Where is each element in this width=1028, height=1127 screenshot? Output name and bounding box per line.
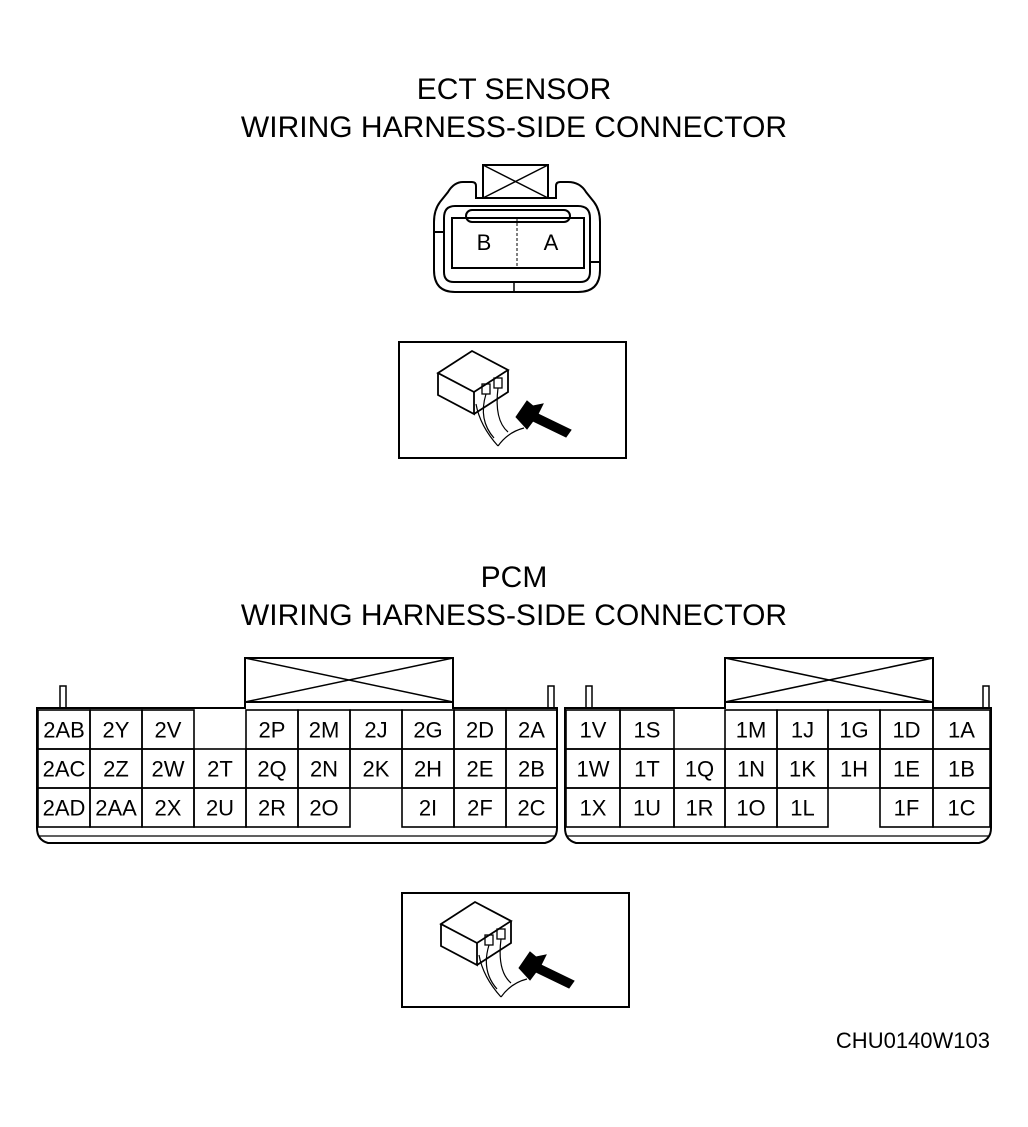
pcm-connector-2-terminal-label: 2W: [152, 757, 185, 782]
pcm-lock-2: [244, 657, 454, 703]
pcm-connector-2-terminal-label: 2Y: [103, 718, 130, 743]
pcm-subtitle: WIRING HARNESS-SIDE CONNECTOR: [240, 599, 788, 632]
pcm-connector-1-terminal-label: 1X: [580, 796, 607, 821]
pcm-connector-2-terminal-label: 2Z: [103, 757, 129, 782]
pcm-connector-2-terminal-label: 2F: [467, 796, 493, 821]
ect-subtitle: WIRING HARNESS-SIDE CONNECTOR: [240, 111, 788, 144]
ect-terminal-a: A: [544, 230, 559, 255]
figure-code: CHU0140W103: [835, 1028, 990, 1053]
pcm-connector-2-terminal-label: 2E: [467, 757, 494, 782]
pcm-connector-1-terminal-label: 1K: [789, 757, 816, 782]
pcm-connector-1-terminal-label: 1J: [791, 718, 814, 743]
pcm-title: PCM: [480, 561, 548, 594]
pcm-connector-1-terminal-label: 1Q: [685, 757, 714, 782]
pcm-connector-2-terminal-label: 2B: [518, 757, 545, 782]
pcm-connector-2-terminal-label: 2K: [363, 757, 390, 782]
pcm-connector-2-cavity: [505, 787, 558, 828]
pcm-connector-1-terminal-label: 1T: [634, 757, 660, 782]
pcm-connector-1-terminal-label: 1C: [947, 796, 975, 821]
pcm-connector-2-terminal-label: 2I: [419, 796, 437, 821]
pcm-connector-1-terminal-label: 1M: [736, 718, 767, 743]
pcm-connector-2-terminal-label: 2AD: [43, 796, 86, 821]
pcm-connector-1-terminal-label: 1S: [634, 718, 661, 743]
pcm-connector-2-terminal-label: 2P: [259, 718, 286, 743]
pcm-connector-1-cavity: [932, 787, 991, 828]
pcm-connector-1-terminal-label: 1R: [685, 796, 713, 821]
pcm-connector-1-terminal-label: 1L: [790, 796, 814, 821]
pcm-connector-2-terminal-label: 2Q: [257, 757, 286, 782]
pcm-connector-2: [36, 657, 558, 844]
pcm-connector-2-cavity: [297, 787, 351, 828]
pcm-connector-2-terminal-label: 2X: [155, 796, 182, 821]
pcm-connector-2-terminal-label: 2R: [258, 796, 286, 821]
pcm-connector-1-terminal-label: 1A: [948, 718, 975, 743]
pcm-connector-1-terminal-label: 1D: [892, 718, 920, 743]
pcm-connector-2-cavities: 2AB 2Y 2V 2P 2M 2J 2G 2D 2A 2AC 2Z 2W 2T 2Q 2N 2K 2H 2E 2B…: [37, 709, 558, 828]
pcm-connector-1-terminal-label: 1U: [633, 796, 661, 821]
pcm-connector-2-terminal-label: 2O: [309, 796, 338, 821]
pcm-connector-2-terminal-label: 2AC: [43, 757, 86, 782]
pcm-connector-2-terminal-label: 2C: [517, 796, 545, 821]
pcm-lock-1: [724, 657, 934, 703]
pcm-connector-1-terminal-label: 1H: [840, 757, 868, 782]
pcm-connector-2-terminal-label: 2A: [518, 718, 545, 743]
pcm-connector-1-terminal-label: 1F: [894, 796, 920, 821]
pcm-connector-2-terminal-label: 2AA: [95, 796, 137, 821]
pcm-connector-1-terminal-label: 1N: [737, 757, 765, 782]
pcm-connector-1-terminal-label: 1G: [839, 718, 868, 743]
pcm-connector-1-terminal-label: 1V: [580, 718, 607, 743]
ect-terminal-b: B: [477, 230, 492, 255]
pcm-connector-2-terminal-label: 2N: [310, 757, 338, 782]
pcm-connector-2-terminal-label: 2M: [309, 718, 340, 743]
pcm-connector-1-terminal-label: 1W: [577, 757, 610, 782]
pcm-connector-2-terminal-label: 2V: [155, 718, 182, 743]
pcm-connector-1-cavity: [776, 787, 829, 828]
ect-view-direction-icon: [398, 341, 627, 459]
pcm-connector-2-terminal-label: 2G: [413, 718, 442, 743]
pcm-connector-1-terminal-label: 1E: [893, 757, 920, 782]
pcm-connector-2-terminal-label: 2U: [206, 796, 234, 821]
pcm-view-direction-icon: [401, 892, 630, 1008]
pcm-connector-2-terminal-label: 2T: [207, 757, 233, 782]
pcm-connector-2-terminal-label: 2H: [414, 757, 442, 782]
pcm-connector-2-terminal-label: 2D: [466, 718, 494, 743]
pcm-connector-2-terminal-label: 2J: [364, 718, 387, 743]
pcm-connector-1: [564, 657, 992, 844]
pcm-connector-1-terminal-label: 1B: [948, 757, 975, 782]
pcm-connector-1-cavities: 1V 1S 1M 1J 1G 1D 1A 1W 1T 1Q 1N 1K 1H 1E 1B 1X 1U 1R 1O 1L…: [565, 709, 991, 828]
ect-connector: [433, 164, 601, 293]
ect-title: ECT SENSOR: [416, 73, 612, 106]
pcm-connector-2-terminal-label: 2AB: [43, 718, 85, 743]
pcm-connector-1-terminal-label: 1O: [736, 796, 765, 821]
